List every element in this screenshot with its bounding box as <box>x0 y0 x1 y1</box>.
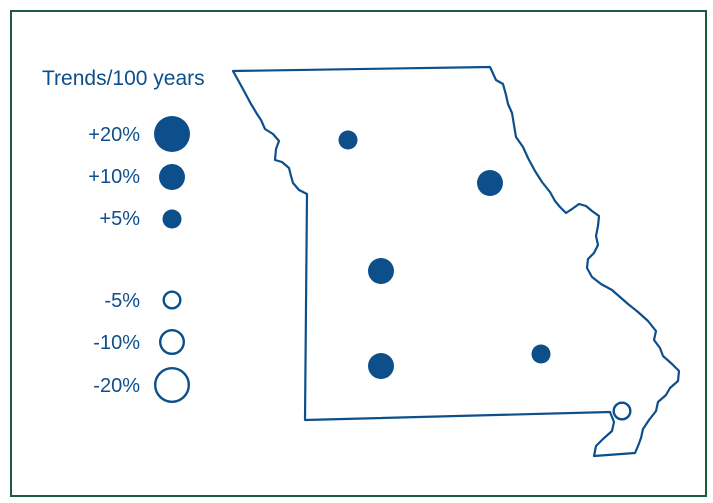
legend-marker-minus20 <box>153 367 190 404</box>
map-frame <box>10 10 707 497</box>
station-northeast <box>477 170 503 196</box>
station-markers <box>338 130 632 421</box>
legend-marker-plus10 <box>159 164 185 190</box>
legend-label-minus5: -5% <box>104 290 140 312</box>
legend-label-minus10: -10% <box>93 332 140 354</box>
station-southwest <box>368 353 394 379</box>
legend-marker-minus10 <box>158 329 185 356</box>
legend: +20% +10% +5% -5% -10% -20% <box>88 116 190 404</box>
station-southeast <box>531 344 551 364</box>
legend-label-plus20: +20% <box>88 124 140 146</box>
legend-label-plus10: +10% <box>88 166 140 188</box>
station-bootheel <box>612 401 632 421</box>
legend-marker-plus20 <box>154 116 190 152</box>
station-central <box>368 258 394 284</box>
legend-title: Trends/100 years <box>42 67 205 90</box>
missouri-outline <box>231 65 681 458</box>
legend-marker-minus5 <box>162 290 182 310</box>
legend-label-plus5: +5% <box>99 208 140 230</box>
legend-marker-plus5 <box>162 209 182 229</box>
station-northwest <box>338 130 358 150</box>
legend-label-minus20: -20% <box>93 375 140 397</box>
